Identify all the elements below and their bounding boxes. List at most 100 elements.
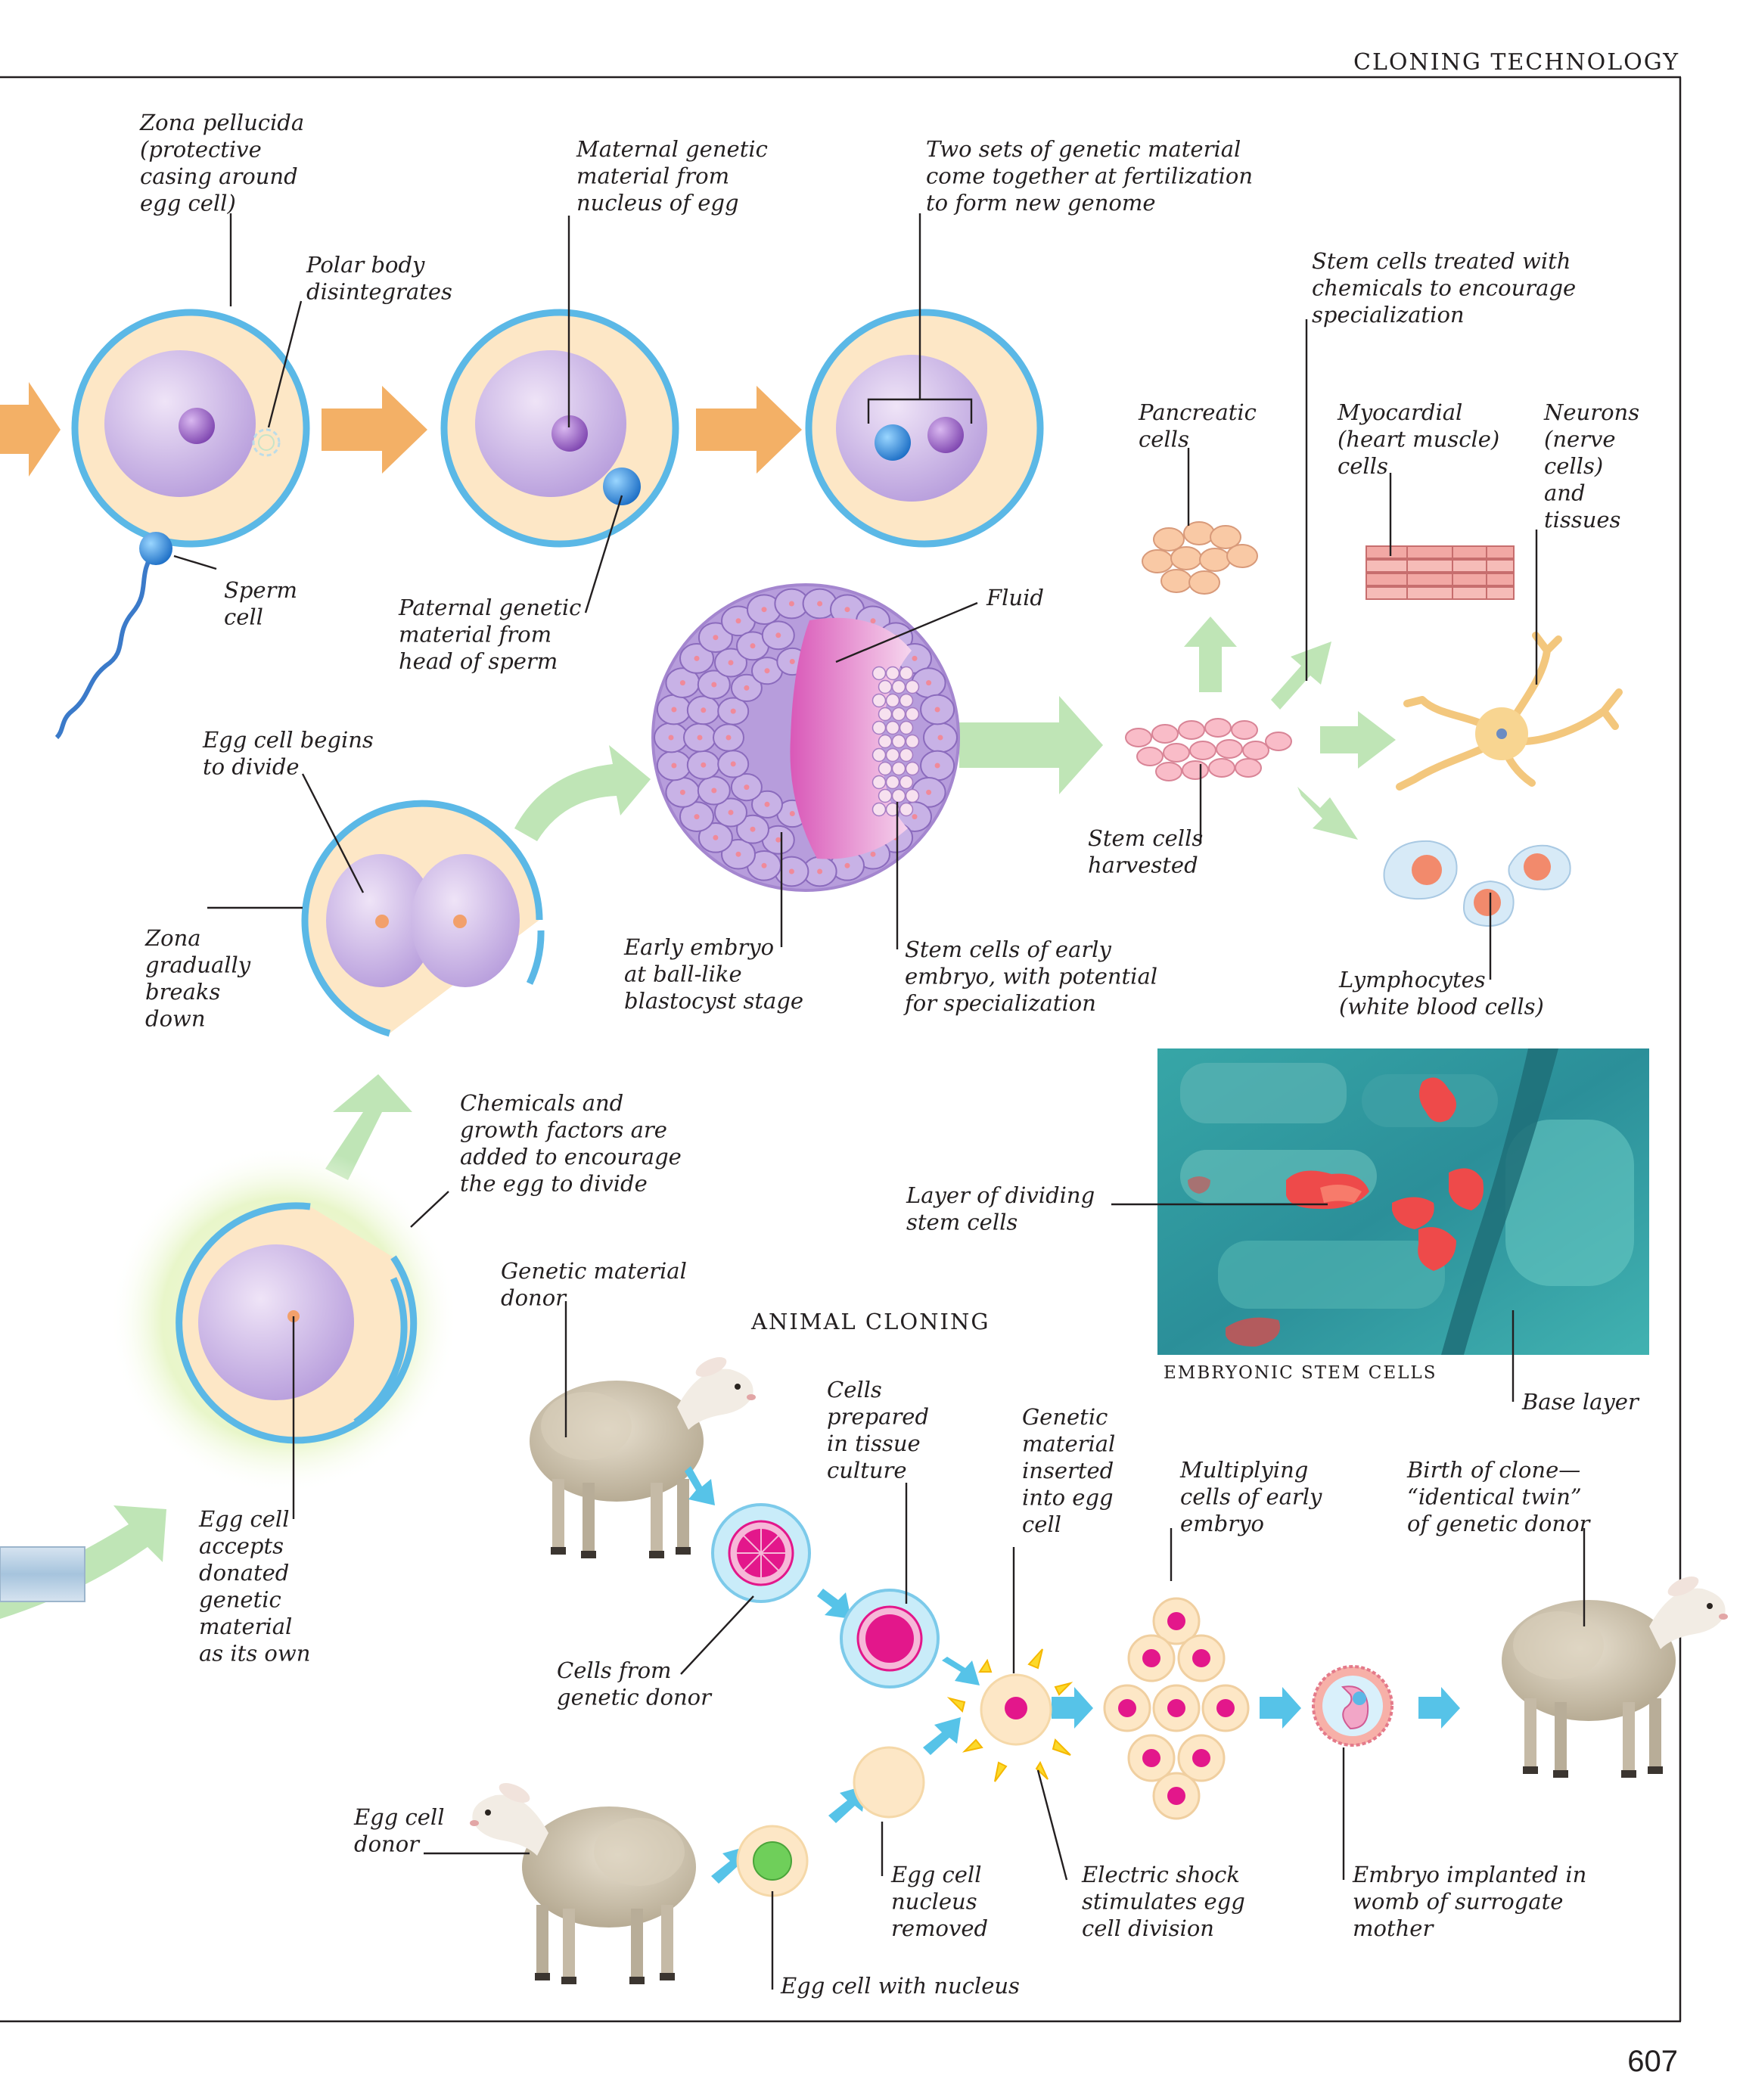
inner-stem-cell — [885, 693, 900, 708]
label-line: in tissue — [827, 1431, 921, 1456]
label-line: Pancreatic — [1138, 399, 1257, 425]
label-line: “identical twin” — [1407, 1484, 1582, 1510]
orange-arrow — [322, 386, 427, 474]
label-line: Egg cell — [890, 1862, 981, 1887]
inner-stem-cell — [899, 802, 914, 817]
label-line: Stem cells — [1088, 825, 1203, 851]
label-line: (heart muscle) — [1338, 427, 1499, 452]
inner-stem-cell — [905, 734, 920, 749]
label-line: embryo — [1180, 1511, 1264, 1536]
fertilized-egg — [805, 309, 1044, 548]
blastocyst-cell-nucleus — [711, 682, 717, 688]
blastocyst-cell-nucleus — [934, 763, 940, 769]
label-line: chemicals to encourage — [1312, 275, 1576, 301]
multiplying-cells — [1103, 1597, 1250, 1820]
label-line: material — [199, 1614, 292, 1639]
label-egg-with-nucleus: Egg cell with nucleus — [780, 1973, 1020, 1999]
label-line: Maternal genetic — [576, 136, 768, 162]
blastocyst-cell-nucleus — [912, 814, 918, 820]
pipette-tube — [0, 1546, 85, 1602]
inner-stem-cell — [872, 693, 887, 708]
label-line: stem cells — [906, 1210, 1018, 1235]
inner-stem-cell — [872, 747, 887, 763]
label-line: inserted — [1022, 1458, 1114, 1483]
inner-stem-cell — [885, 747, 900, 763]
blastocyst-cell-nucleus — [912, 655, 918, 661]
neuron-icon — [1396, 632, 1623, 791]
label-line: Zona — [144, 925, 201, 951]
label-line: womb of surrogate — [1353, 1889, 1563, 1915]
label-line: harvested — [1088, 853, 1198, 878]
label-line: Two sets of genetic material — [926, 136, 1241, 162]
blastocyst-cell-nucleus — [870, 618, 876, 624]
label-line: Egg cell — [198, 1506, 289, 1532]
blastocyst-cell-nucleus — [728, 660, 734, 666]
label-line: culture — [827, 1458, 907, 1483]
harvested-stem-cells — [1125, 718, 1292, 781]
label-line: casing around — [140, 163, 298, 189]
label-line: removed — [891, 1915, 988, 1941]
blastocyst-cell-nucleus — [844, 862, 850, 868]
blastocyst-cell-nucleus — [744, 685, 750, 691]
blastocyst-cell-nucleus — [789, 811, 795, 816]
embryo-cell-nucleus — [1118, 1699, 1136, 1717]
inner-stem-cell — [899, 666, 914, 681]
label-line: Cells from — [557, 1657, 672, 1683]
inner-stem-cell — [891, 707, 906, 722]
orange-arrow — [0, 382, 61, 477]
inner-stem-cell — [899, 693, 914, 708]
label-line: genetic donor — [557, 1685, 713, 1710]
label-line: material from — [576, 163, 729, 189]
inner-stem-cell — [872, 666, 887, 681]
label-line: Stem cells of early — [905, 937, 1111, 962]
label-line: Neurons — [1543, 399, 1639, 425]
blastocyst-cell-nucleus — [730, 761, 736, 767]
implanted-embryo — [1312, 1665, 1393, 1747]
label-line: cell division — [1082, 1915, 1214, 1941]
inner-stem-cell — [885, 666, 900, 681]
pancreatic-cells — [1142, 521, 1258, 595]
lymphocytes — [1383, 840, 1571, 927]
label-line: head of sperm — [399, 648, 558, 674]
donor-tissue-cell — [711, 1503, 811, 1603]
two-cell-embryo — [301, 800, 545, 1037]
blastocyst-cell-nucleus — [701, 762, 707, 768]
label-line: Fluid — [986, 585, 1044, 610]
blastocyst-cell-nucleus — [713, 834, 719, 840]
micrograph-photo — [1157, 1048, 1649, 1355]
label-line: stimulates egg — [1082, 1889, 1245, 1915]
inner-stem-cell — [872, 720, 887, 735]
label-line: Cells — [827, 1377, 882, 1403]
blastocyst-cell-nucleus — [730, 708, 736, 714]
label-line: Polar body — [306, 252, 425, 278]
page-number: 607 — [1627, 2045, 1678, 2078]
label-lymphocytes: Lymphocytes(white blood cells) — [1338, 967, 1544, 1020]
inner-stem-cell — [885, 720, 900, 735]
blastocyst-cell-nucleus — [701, 707, 707, 713]
label-line: embryo, with potential — [905, 964, 1157, 989]
section-embryonic-stem-cells: EMBRYONIC STEM CELLS — [1164, 1363, 1437, 1383]
electric-shock-egg — [946, 1648, 1073, 1782]
blastocyst-cell-nucleus — [728, 809, 734, 815]
blastocyst-cell-nucleus — [679, 789, 685, 795]
label-line: specialization — [1312, 302, 1465, 328]
blastocyst — [651, 583, 960, 892]
blastocyst-cell-nucleus — [725, 735, 732, 741]
inner-stem-cell — [878, 707, 893, 722]
inner-stem-cell — [905, 761, 920, 776]
inner-stem-cell — [905, 679, 920, 694]
label-line: Genetic — [1022, 1404, 1108, 1430]
